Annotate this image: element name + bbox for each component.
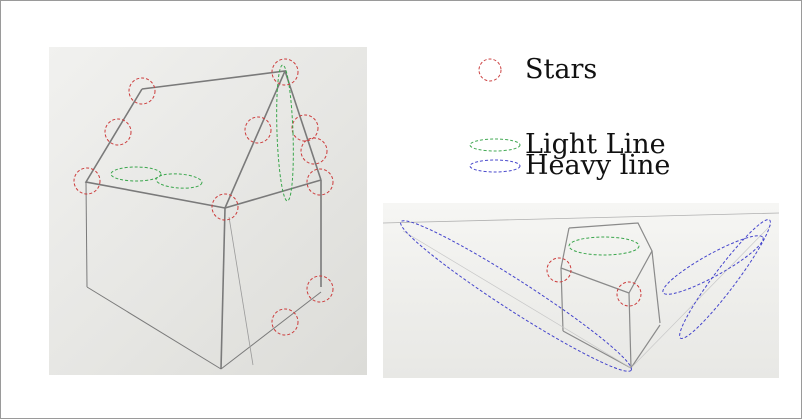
light-line-marker (569, 237, 639, 255)
star-marker (272, 309, 298, 335)
heavy-line-legend-icon (469, 148, 521, 184)
legend-label-stars: Stars (525, 52, 597, 88)
light-line-marker (111, 167, 161, 181)
house-sketch-right (383, 203, 779, 378)
light-line-marker (156, 172, 203, 189)
heavy-lines-right (393, 209, 779, 378)
shadow-line (229, 217, 253, 365)
house-sketch-photo-right (383, 203, 779, 378)
base-left-line (87, 287, 221, 369)
wall-left-line (561, 268, 563, 331)
roof-line (569, 223, 652, 293)
heavy-line-marker (672, 213, 779, 344)
star-marker (245, 117, 271, 143)
heavy-line-marker (658, 228, 768, 303)
wall-right-line (652, 251, 660, 323)
vanishing-line (403, 231, 631, 368)
base-left-line (563, 331, 631, 368)
star-marker (292, 115, 318, 141)
base-right-line (631, 325, 660, 368)
wall-corner-line (629, 293, 631, 368)
pencil-lines-left (86, 71, 321, 369)
wall-corner-line (221, 208, 225, 369)
pencil-lines-right (383, 213, 779, 368)
star-marker (307, 276, 333, 302)
legend-item-heavy-line: Heavy line (469, 148, 709, 184)
star-marker (129, 78, 155, 104)
star-marker (307, 169, 333, 195)
roof-right-edge-line (285, 71, 321, 180)
light-lines-left (111, 65, 295, 201)
house-sketch-left (49, 47, 367, 375)
star-legend-icon (469, 52, 509, 88)
light-lines-right (569, 237, 639, 255)
horizon-line (383, 213, 779, 223)
legend-label-heavy-line: Heavy line (525, 148, 670, 184)
vanishing-line (631, 225, 771, 368)
star-marker (105, 119, 131, 145)
legend-item-stars: Stars (469, 52, 669, 88)
roof-outline-line (86, 71, 285, 208)
wall-left-line (86, 182, 87, 287)
eave-right-line (225, 180, 321, 208)
base-right-line (221, 292, 321, 369)
house-sketch-photo-left (49, 47, 367, 375)
